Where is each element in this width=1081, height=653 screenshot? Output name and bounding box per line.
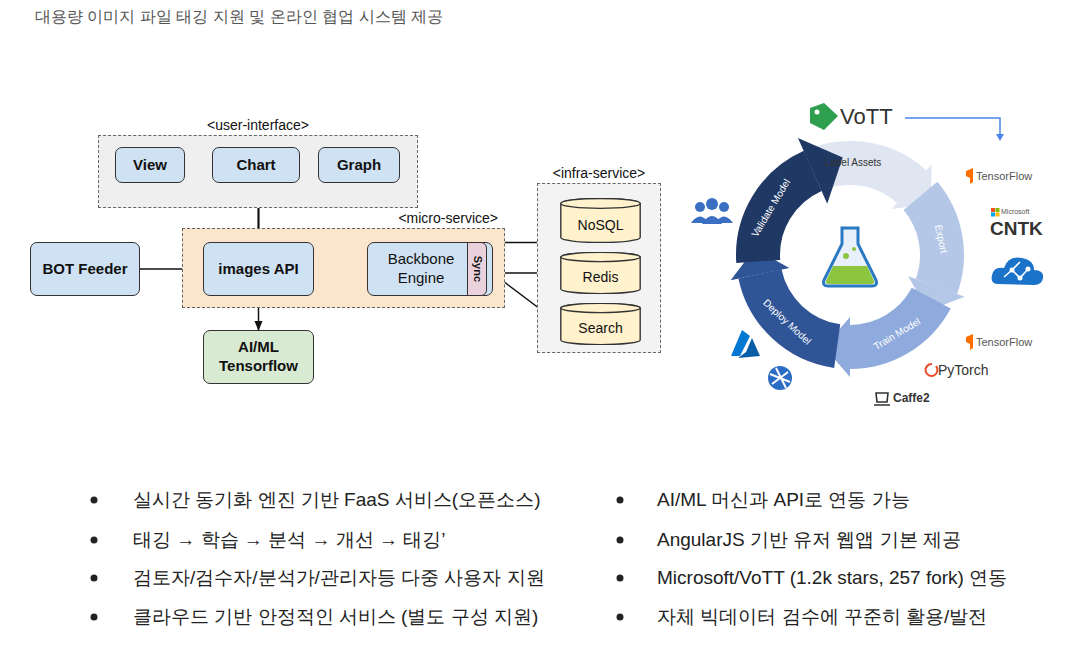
cloud-icon xyxy=(1004,262,1028,278)
microsoft-icon xyxy=(996,208,1000,212)
node-label: AI/ML Tensorflow xyxy=(210,338,307,376)
logo-name: TensorFlow xyxy=(976,170,1032,183)
bullet-text: Microsoft/VoTT (1.2k stars, 257 fork) 연동 xyxy=(657,567,1007,589)
tag-icon xyxy=(810,103,838,130)
bullet-text: 자체 빅데이터 검수에 꾸준히 활용/발전 xyxy=(657,606,987,628)
flask-bubble xyxy=(852,247,856,251)
group-heading: <infra-service> xyxy=(538,164,660,182)
bullet-text: AI/ML 머신과 API로 연동 가능 xyxy=(657,489,910,511)
people-icon xyxy=(719,202,729,212)
database-cylinder: NoSQL xyxy=(560,198,641,243)
bullet-dot xyxy=(91,575,98,582)
tensorflow-icon xyxy=(966,334,973,350)
page-title: 대용량 이미지 파일 태깅 지원 및 온라인 협업 시스템 제공 xyxy=(35,8,443,26)
node-label: NoSQL xyxy=(578,217,624,233)
group-box: <micro-service>images APIBackbone Engine… xyxy=(182,228,505,308)
bullet-dot xyxy=(617,497,624,504)
globe-icon xyxy=(770,368,790,388)
tensorflow-icon xyxy=(966,168,973,184)
cylinder-body xyxy=(561,198,640,242)
cylinder-top xyxy=(561,198,640,208)
process-box: AI/ML Tensorflow xyxy=(203,330,314,384)
sync-tab: Sync xyxy=(467,242,487,296)
microsoft-icon xyxy=(991,213,995,217)
bullet-text: AngularJS 기반 유저 웹앱 기본 제공 xyxy=(657,529,961,551)
cylinder-top xyxy=(561,303,640,312)
people-icon xyxy=(691,216,733,224)
logo-name: Microsoft xyxy=(1001,208,1029,216)
database-cylinder: Redis xyxy=(560,252,641,294)
group-heading: <micro-service> xyxy=(398,209,498,227)
leader-arrowhead xyxy=(996,134,1004,141)
bullet-dot xyxy=(617,575,624,582)
group-box: <infra-service>NoSQLRedisSearch xyxy=(537,183,661,353)
cylinder-body xyxy=(561,252,640,293)
bullet-text: 클라우드 기반 안정적인 서비스 (별도 구성 지원) xyxy=(133,606,538,628)
bullet-text: 검토자/검수자/분석가/관리자등 다중 사용자 지원 xyxy=(133,567,545,589)
logo-name: VoTT xyxy=(840,104,893,129)
node-label: Sync xyxy=(470,256,484,282)
cycle-segment xyxy=(721,126,979,384)
cloud-icon xyxy=(1026,267,1031,272)
cycle-segment xyxy=(726,131,975,380)
leader-arrow xyxy=(905,118,1000,134)
flask-liquid xyxy=(826,266,874,284)
group-heading: <user-interface> xyxy=(99,116,417,134)
node-label: images API xyxy=(218,260,298,279)
node-label: Chart xyxy=(236,156,275,175)
globe-icon xyxy=(768,366,792,390)
azure-icon xyxy=(738,338,760,358)
cylinder-top xyxy=(561,252,640,261)
cycle-segment xyxy=(746,151,954,359)
tag-hole xyxy=(815,110,820,115)
people-icon xyxy=(695,202,705,212)
node-label: View xyxy=(133,156,167,175)
bullet-dot xyxy=(617,614,624,621)
view-box: Chart xyxy=(212,147,300,183)
pytorch-icon xyxy=(926,364,938,376)
node-label: Search xyxy=(578,320,622,336)
cycle-segment xyxy=(720,125,979,384)
logo-name: PyTorch xyxy=(938,362,989,378)
cloud-icon xyxy=(1010,268,1015,273)
flask-bubble xyxy=(843,253,849,259)
microsoft-icon xyxy=(996,213,1000,217)
people-icon xyxy=(706,198,718,210)
node-label: Backbone Engine xyxy=(374,250,468,288)
bullet-dot xyxy=(91,537,98,544)
logo-name: TensorFlow xyxy=(976,336,1032,349)
node-label: Redis xyxy=(583,269,619,285)
bullet-text: 실시간 동기화 엔진 기반 FaaS 서비스(오픈소스) xyxy=(133,489,540,511)
cylinder-body xyxy=(561,303,640,344)
view-box: Graph xyxy=(318,147,400,183)
cloud-icon xyxy=(1018,276,1023,281)
process-box: Backbone EngineSync xyxy=(367,242,493,296)
logo-name: Caffe2 xyxy=(893,392,930,406)
microsoft-icon xyxy=(991,208,995,212)
cycle-step: Label Assets xyxy=(825,157,882,169)
caffe2-icon xyxy=(874,393,890,405)
process-box: BOT Feeder xyxy=(30,242,140,296)
node-label: BOT Feeder xyxy=(42,260,127,279)
cloud-icon xyxy=(992,257,1043,285)
process-box: images API xyxy=(203,242,314,296)
node-label: Graph xyxy=(337,156,381,175)
flask-icon xyxy=(824,228,877,286)
bullet-text: 태깅 → 학습 → 분석 → 개선 → 태깅’ xyxy=(133,529,445,551)
view-box: View xyxy=(115,147,185,183)
database-cylinder: Search xyxy=(560,303,641,345)
logo-name: CNTK xyxy=(990,218,1043,240)
bullet-dot xyxy=(91,497,98,504)
bullet-dot xyxy=(91,614,98,621)
group-box: <user-interface>ViewChartGraph xyxy=(98,135,418,208)
bullet-dot xyxy=(617,537,624,544)
